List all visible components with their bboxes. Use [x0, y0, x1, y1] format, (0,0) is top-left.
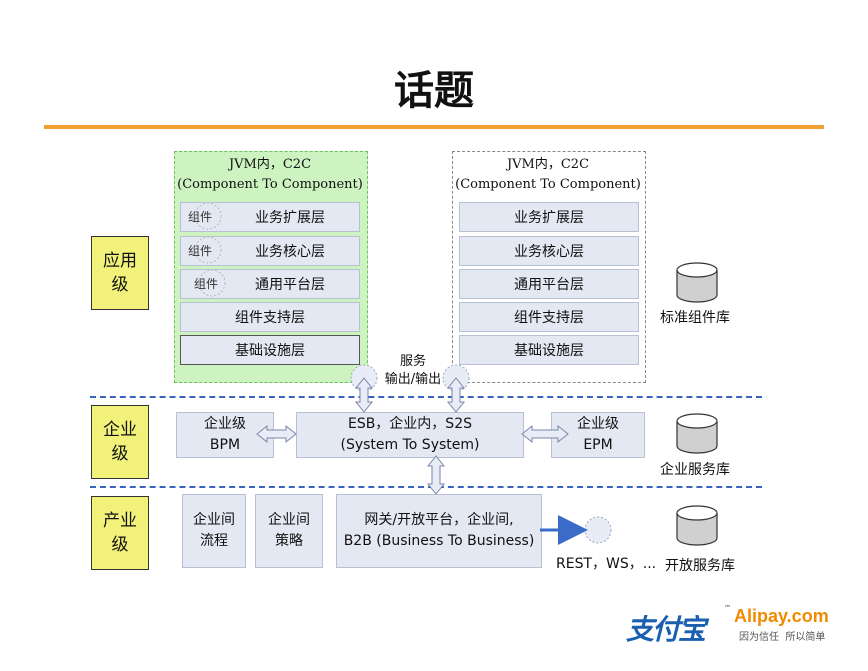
inter-enterprise-strategy-box: 企业间 策略 — [255, 494, 323, 568]
page-title: 话题 — [394, 68, 474, 114]
left-panel-jvm: JVM内，C2C — [228, 157, 312, 172]
component-tag-3: 组件 — [194, 277, 219, 291]
database-icon-open — [676, 505, 718, 546]
arrow-right-esb — [446, 377, 466, 413]
title-underline — [44, 125, 824, 129]
logo-slogan: 因为信任 所以简单 — [739, 632, 826, 643]
service-io-label: 服务 输出/输出 — [384, 354, 442, 387]
database-icon-enterprise — [676, 413, 718, 454]
inter-enterprise-flow-box: 企业间 流程 — [182, 494, 246, 568]
arrow-esb-gateway — [426, 455, 446, 495]
service-output-circles — [350, 364, 612, 544]
right-layer-biz-core: 业务核心层 — [459, 236, 639, 266]
esb-box: ESB，企业内，S2S (System To System) — [296, 412, 524, 458]
component-tag-2: 组件 — [188, 244, 213, 258]
left-panel-c2c: (Component To Component) — [177, 177, 363, 192]
left-layer-biz-ext: 业务扩展层 — [180, 202, 360, 232]
level-industry: 产业 级 — [91, 496, 149, 570]
right-layer-common: 通用平台层 — [459, 269, 639, 299]
level-app: 应用 级 — [91, 236, 149, 310]
logo-cn: 支付宝 — [626, 613, 706, 646]
arrow-esb-epm — [521, 424, 569, 444]
enterprise-service-lib-label: 企业服务库 — [660, 462, 730, 478]
rest-ws-label: REST，WS，... — [556, 556, 657, 572]
right-layer-infra: 基础设施层 — [459, 335, 639, 365]
right-layer-biz-ext: 业务扩展层 — [459, 202, 639, 232]
component-tag-1: 组件 — [188, 210, 213, 224]
left-layer-infra: 基础设施层 — [180, 335, 360, 365]
logo-en: Alipay.com — [734, 606, 829, 626]
database-icon-standard — [676, 262, 718, 303]
arrow-bpm-esb — [256, 424, 297, 444]
standard-component-lib-label: 标准组件库 — [660, 310, 730, 326]
component-tag-circles — [194, 202, 226, 297]
left-layer-component-support: 组件支持层 — [180, 302, 360, 332]
separator-enterprise-industry — [90, 486, 762, 488]
logo-tm: ™ — [724, 604, 731, 612]
right-panel-c2c: (Component To Component) — [455, 177, 641, 192]
separator-app-enterprise — [90, 396, 762, 398]
right-panel-jvm: JVM内，C2C — [506, 157, 590, 172]
alipay-logo: 支付宝 Alipay.com 因为信任 所以简单 ™ — [626, 604, 829, 648]
left-layer-biz-core: 业务核心层 — [180, 236, 360, 266]
open-service-lib-label: 开放服务库 — [665, 558, 735, 574]
right-layer-component-support: 组件支持层 — [459, 302, 639, 332]
gateway-open-platform-box: 网关/开放平台，企业间, B2B (Business To Business) — [336, 494, 542, 568]
arrow-left-esb — [354, 377, 374, 413]
left-layer-common: 通用平台层 — [180, 269, 360, 299]
level-enterprise: 企业 级 — [91, 405, 149, 479]
